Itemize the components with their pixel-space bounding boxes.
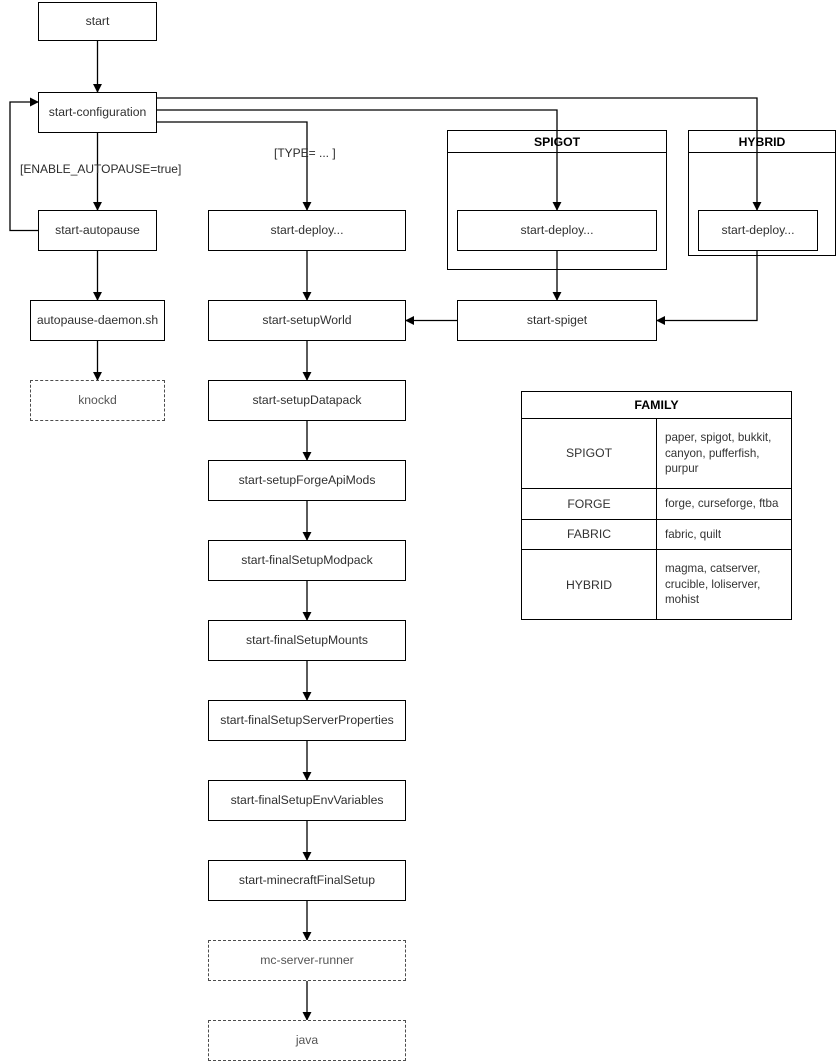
family-name-hybrid: HYBRID xyxy=(522,549,657,619)
node-start-setupforgeapimods[interactable]: start-setupForgeApiMods xyxy=(208,460,406,501)
family-members-spigot: paper, spigot, bukkit, canyon, pufferfis… xyxy=(665,430,772,476)
group-hybrid-title: HYBRID xyxy=(689,131,835,153)
node-start-deploy-hybrid[interactable]: start-deploy... xyxy=(698,210,818,251)
family-members-hybrid: magma, catserver, crucible, loliserver, … xyxy=(656,549,791,619)
node-start-configuration[interactable]: start-configuration xyxy=(38,92,157,133)
family-legend-title: FAMILY xyxy=(522,392,791,419)
table-row: FORGE forge, curseforge, ftba xyxy=(522,487,791,520)
family-members-fabric: fabric, quilt xyxy=(656,518,791,550)
table-row: HYBRID magma, catserver, crucible, lolis… xyxy=(522,549,791,619)
node-start-minecraftfinalsetup[interactable]: start-minecraftFinalSetup xyxy=(208,860,406,901)
node-start-finalsetupmodpack[interactable]: start-finalSetupModpack xyxy=(208,540,406,581)
family-legend: FAMILY SPIGOT paper, spigot, bukkit, can… xyxy=(521,391,792,620)
family-name-spigot: SPIGOT xyxy=(522,418,657,489)
family-name-fabric: FABRIC xyxy=(522,518,657,550)
edge-label-enable-autopause: [ENABLE_AUTOPAUSE=true] xyxy=(20,162,182,176)
family-legend-body: SPIGOT paper, spigot, bukkit, canyon, pu… xyxy=(522,418,791,619)
edge-label-type: [TYPE= ... ] xyxy=(274,146,336,160)
node-start-finalsetupserverproperties[interactable]: start-finalSetupServerProperties xyxy=(208,700,406,741)
node-start-autopause[interactable]: start-autopause xyxy=(38,210,157,251)
node-start-finalsetupmounts[interactable]: start-finalSetupMounts xyxy=(208,620,406,661)
node-mc-server-runner[interactable]: mc-server-runner xyxy=(208,940,406,981)
family-legend-table: FAMILY SPIGOT paper, spigot, bukkit, can… xyxy=(522,392,791,619)
family-name-forge: FORGE xyxy=(522,487,657,520)
node-start-deploy-main[interactable]: start-deploy... xyxy=(208,210,406,251)
node-start-setupdatapack[interactable]: start-setupDatapack xyxy=(208,380,406,421)
family-members-forge: forge, curseforge, ftba xyxy=(656,487,791,520)
edge-hybrid-deploy-to-spiget xyxy=(656,251,758,326)
node-start-finalsetupenvvariables[interactable]: start-finalSetupEnvVariables xyxy=(208,780,406,821)
node-java[interactable]: java xyxy=(208,1020,406,1061)
node-start-spiget[interactable]: start-spiget xyxy=(457,300,657,341)
group-spigot-title: SPIGOT xyxy=(448,131,666,153)
node-autopause-daemon-sh[interactable]: autopause-daemon.sh xyxy=(30,300,165,341)
node-start-setupworld[interactable]: start-setupWorld xyxy=(208,300,406,341)
node-start-deploy-spigot[interactable]: start-deploy... xyxy=(457,210,657,251)
node-knockd[interactable]: knockd xyxy=(30,380,165,421)
table-row: SPIGOT paper, spigot, bukkit, canyon, pu… xyxy=(522,418,791,489)
table-row: FABRIC fabric, quilt xyxy=(522,518,791,550)
node-start[interactable]: start xyxy=(38,2,157,41)
